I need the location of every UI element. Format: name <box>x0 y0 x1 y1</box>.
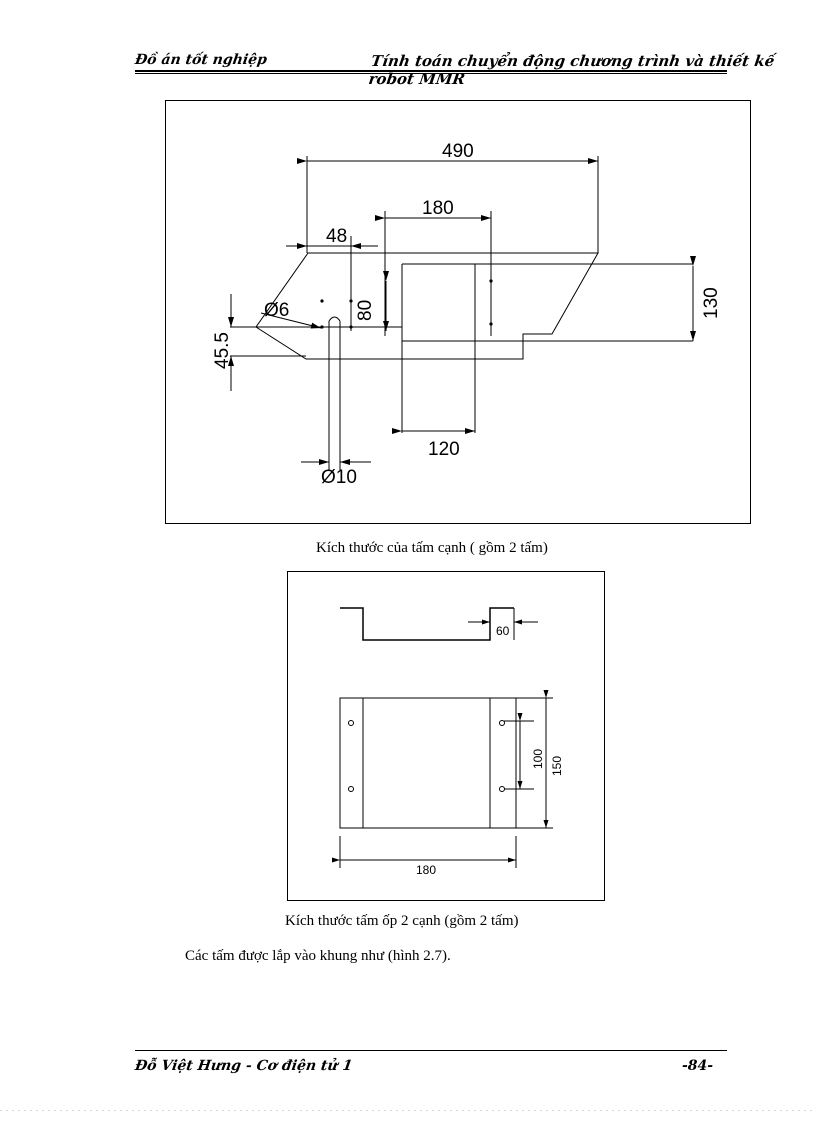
cover-plate-drawing: 60 180 100 150 <box>287 571 605 901</box>
dim-150: 150 <box>550 756 564 776</box>
dim-180b: 180 <box>416 863 436 877</box>
dim-180: 180 <box>422 198 454 219</box>
header-left-text: Đồ án tốt nghiệp <box>133 52 269 68</box>
dim-120: 120 <box>428 439 460 460</box>
figure1-caption: Kích thước của tấm cạnh ( gồm 2 tấm) <box>316 540 548 556</box>
header-rule <box>135 70 727 72</box>
dim-60: 60 <box>496 624 510 638</box>
cover-plate-svg: 60 180 100 150 <box>332 607 564 877</box>
side-plate-drawing: 490 180 48 Ø6 120 Ø10 80 130 45.5 <box>165 100 751 524</box>
side-plate-svg: 490 180 48 Ø6 120 Ø10 80 130 45.5 <box>212 141 722 488</box>
dim-45-5: 45.5 <box>212 332 233 369</box>
footer-left-text: Đỗ Việt Hưng - Cơ điện tử 1 <box>133 1058 354 1074</box>
page-number: -84- <box>682 1058 714 1074</box>
dim-phi10: Ø10 <box>321 467 357 488</box>
figure2-caption: Kích thước tấm ốp 2 cạnh (gồm 2 tấm) <box>285 913 519 929</box>
header-rule-thin <box>135 73 727 74</box>
body-paragraph: Các tấm được lắp vào khung như (hình 2.7… <box>185 948 451 964</box>
dim-80: 80 <box>355 300 376 321</box>
plate-profile <box>340 607 514 641</box>
footer-rule <box>135 1050 727 1051</box>
dim-100: 100 <box>531 749 545 769</box>
plate-outline <box>255 252 599 360</box>
dim-490: 490 <box>442 141 474 162</box>
dim-130: 130 <box>701 287 722 319</box>
dim-48: 48 <box>326 226 347 247</box>
bottom-dotted-divider <box>0 1110 816 1111</box>
dim-phi6: Ø6 <box>264 300 289 321</box>
